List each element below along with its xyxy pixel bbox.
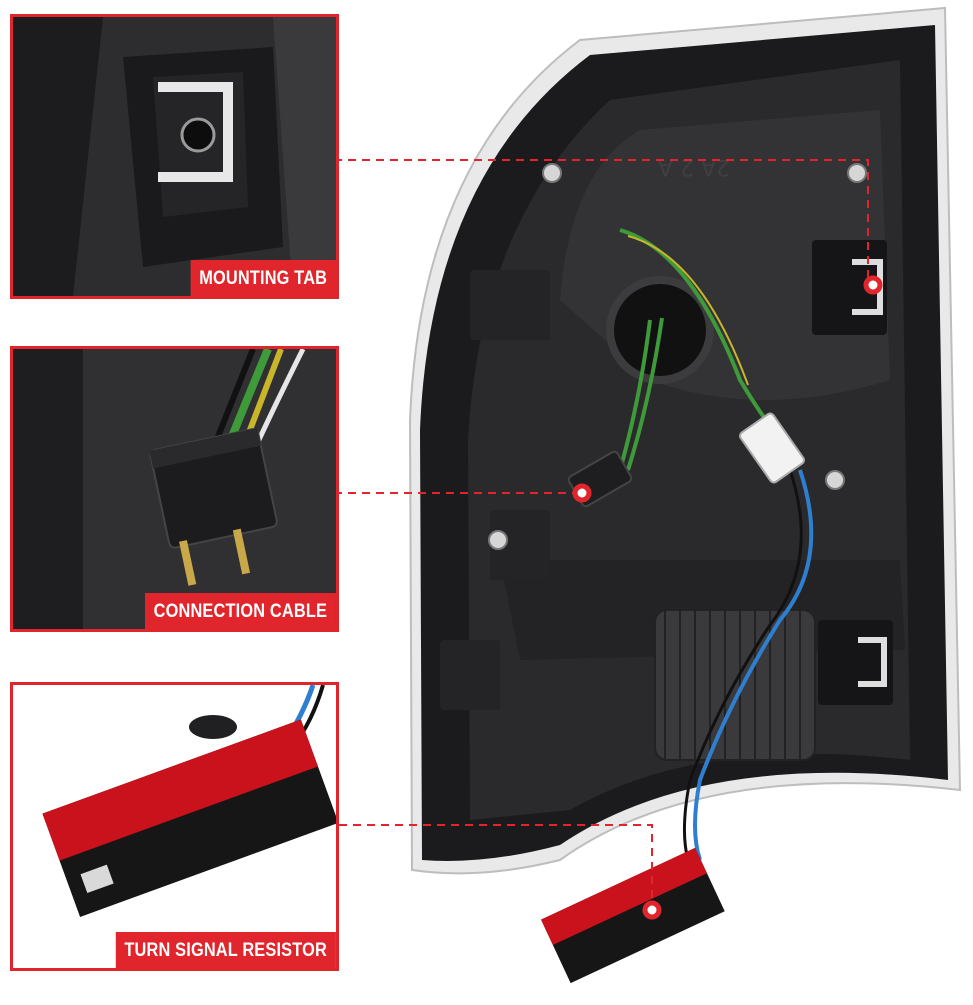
- left-tab-middle: [490, 510, 550, 580]
- yellow-wire: [627, 235, 749, 386]
- embossed-marking: 2A 2 A: [658, 154, 730, 179]
- inset-mounting-tab: MOUNTING TAB: [10, 14, 339, 299]
- resistor-product: [541, 847, 725, 984]
- lower-clip-metal: [858, 637, 887, 687]
- white-connector: [738, 412, 806, 484]
- leader-lines: [320, 159, 869, 908]
- mounting-tab-photo: [13, 17, 336, 296]
- callout-dots: [572, 275, 883, 920]
- left-tab-upper: [470, 270, 550, 340]
- connection-cable-label: CONNECTION CABLE: [145, 593, 336, 629]
- inset-turn-signal-resistor: TURN SIGNAL RESISTOR: [10, 682, 339, 971]
- connection-cable-photo: [13, 349, 336, 629]
- left-tab-lower: [440, 640, 500, 710]
- mounting-tab-label: MOUNTING TAB: [190, 260, 336, 296]
- turn-signal-resistor-label: TURN SIGNAL RESISTOR: [116, 932, 336, 968]
- blue-wire: [693, 469, 814, 861]
- turn-signal-resistor-photo: [13, 685, 336, 968]
- inset-connection-cable: CONNECTION CABLE: [10, 346, 339, 632]
- socket-wires: [618, 317, 664, 471]
- screws: [488, 163, 867, 550]
- black-wire: [682, 469, 803, 861]
